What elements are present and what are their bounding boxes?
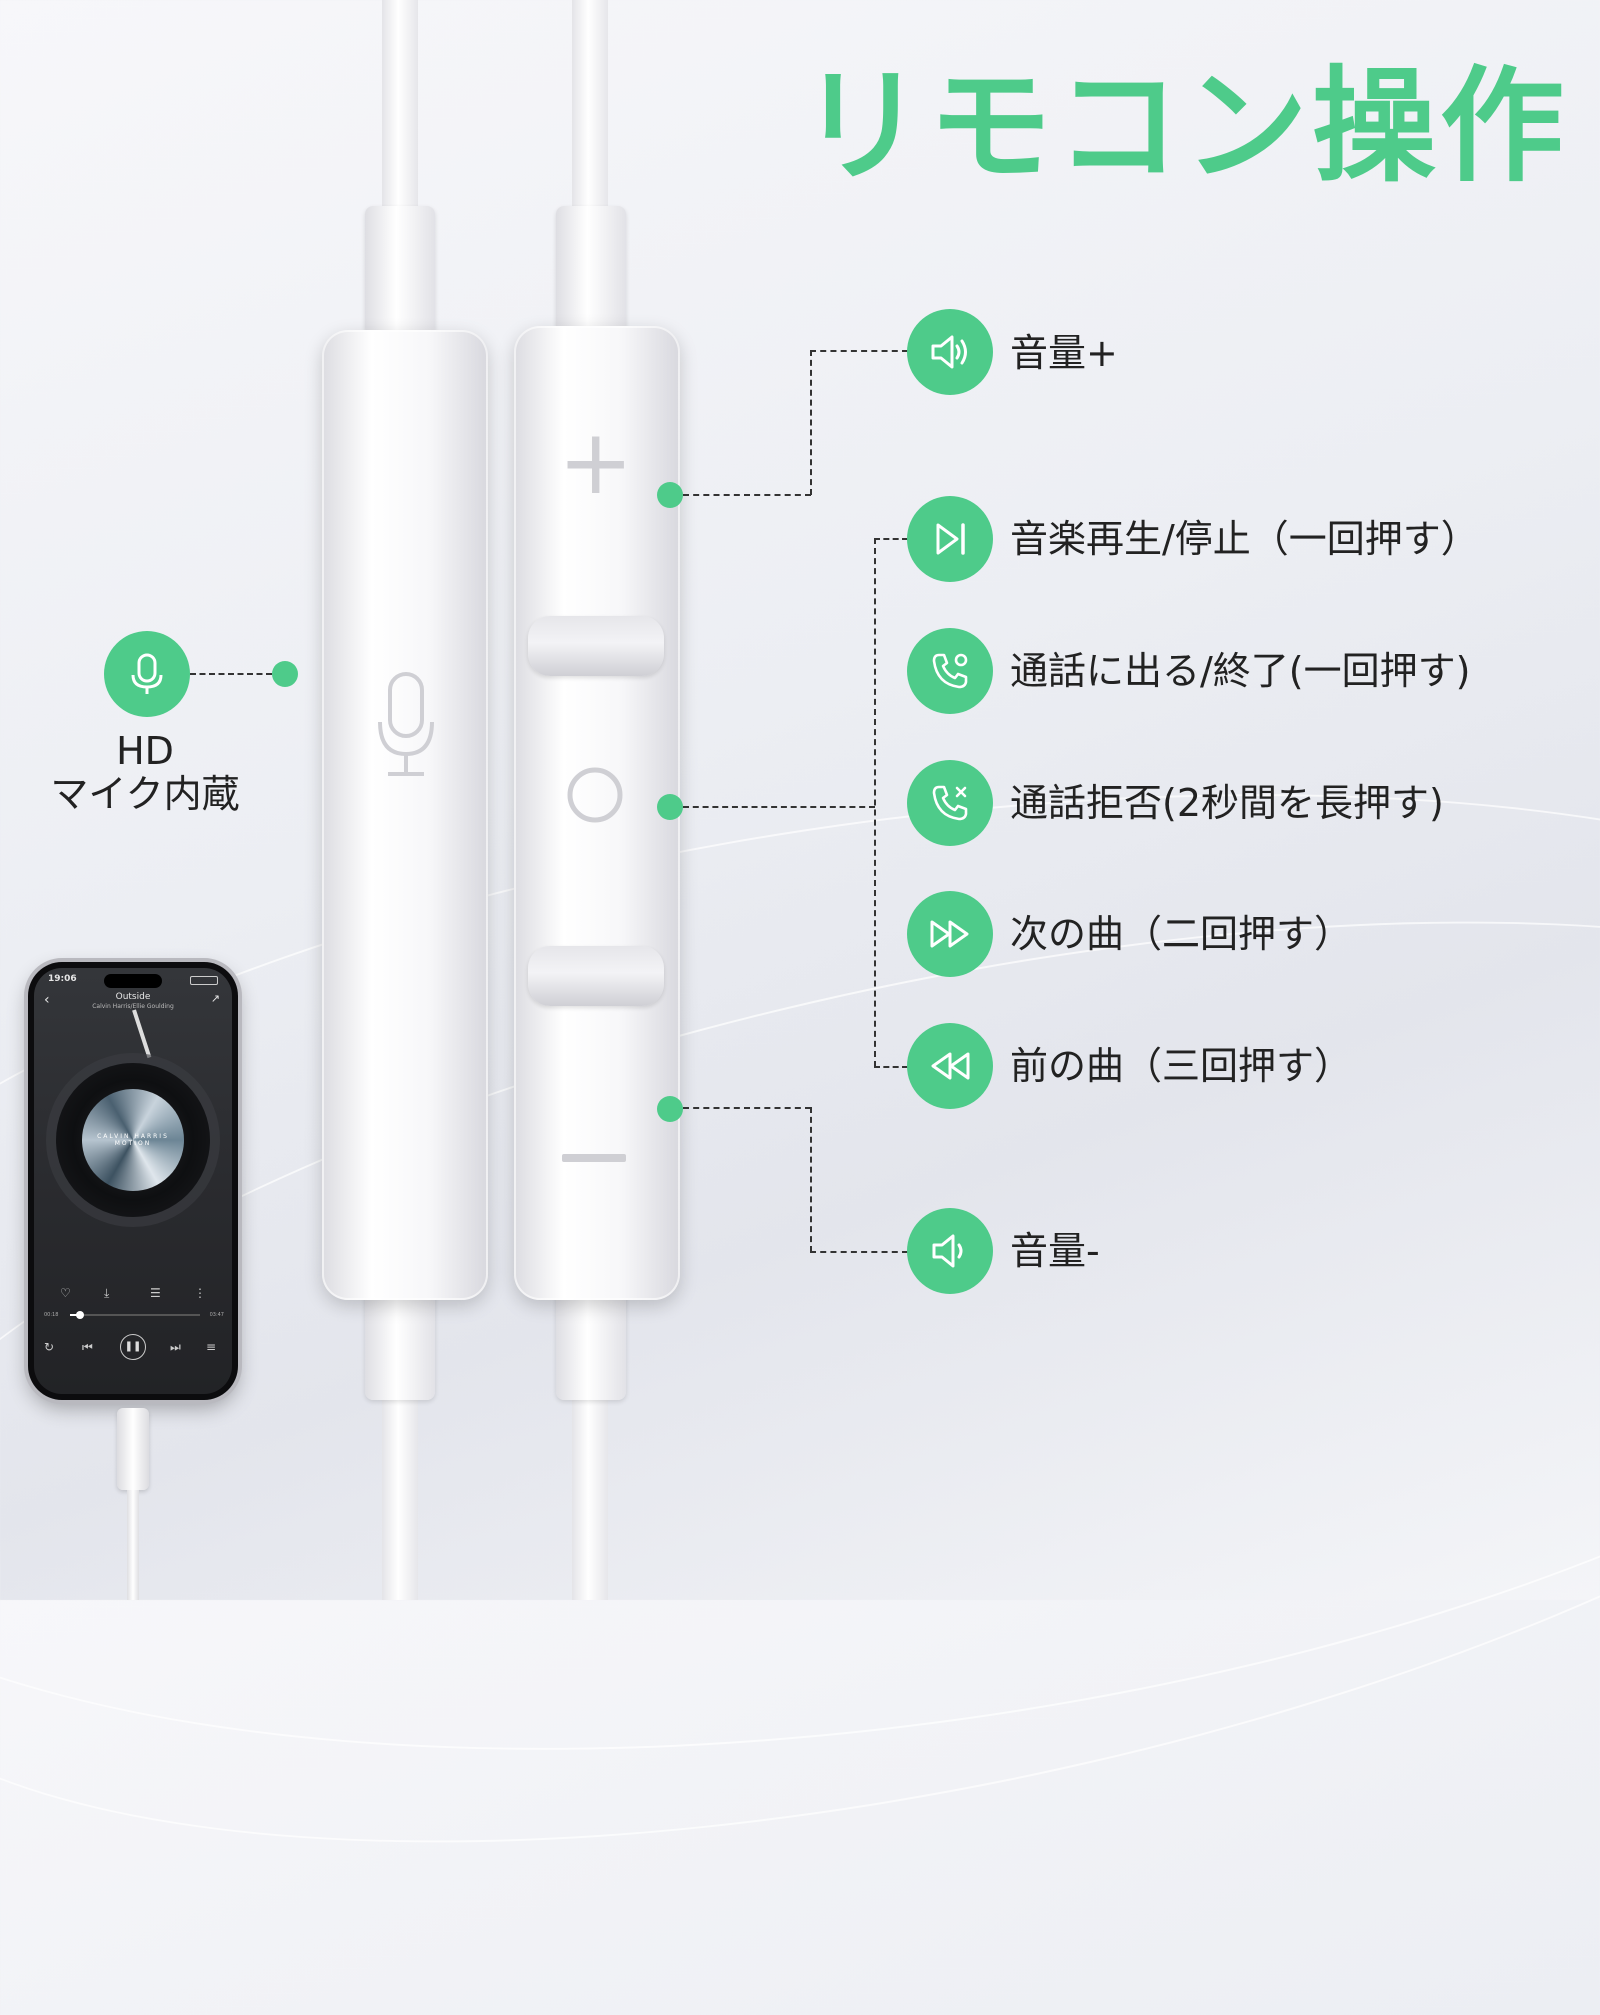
play-pause-label: 音楽再生/停止（一回押す） [1010,517,1479,561]
duration-time: 03:47 [209,1312,224,1318]
tonearm [132,1009,152,1059]
download-icon[interactable]: ⤓ [104,1286,110,1300]
center-connector-top [874,538,908,540]
center-connector [683,806,875,808]
repeat-icon[interactable]: ↻ [44,1340,55,1354]
collar-left-top [365,206,435,336]
plus-connector [683,494,811,496]
mic-dot [272,661,298,687]
usb-c-plug [117,1408,149,1490]
pause-button[interactable]: ❚❚ [120,1334,146,1360]
cable-right-top [572,0,608,212]
minus-connector-v [810,1107,812,1252]
center-dot [657,794,683,820]
lower-ridge [528,946,664,1006]
center-connector-bottom [874,1066,908,1068]
next-icon[interactable]: ⏭ [170,1340,181,1354]
plus-dot [657,482,683,508]
like-icon[interactable]: ♡ [60,1286,71,1300]
remote-housing: + [514,326,680,1300]
minus-connector-bottom [810,1251,908,1253]
plus-glyph[interactable]: + [558,410,634,515]
minus-connector [683,1107,811,1109]
volume-up-label: 音量+ [1010,331,1118,375]
mic-callout-icon [104,631,190,717]
phone-time: 19:06 [48,974,77,984]
phone-reject-icon [907,760,993,846]
fast-forward-icon [907,891,993,977]
progress-knob[interactable] [76,1311,85,1319]
volume-up-icon [907,309,993,395]
progress-bar[interactable] [70,1311,200,1319]
album-text: CALVIN HARRIS MOTION [97,1133,169,1147]
phone-screen: 19:06 ‹ Outside Calvin Harris/Ellie Goul… [34,968,232,1394]
collar-right-bottom [556,1280,626,1400]
cable-left-bottom [382,1390,418,1600]
center-connector-v [874,538,876,1067]
phone-answer-label: 通話に出る/終了(一回押す) [1010,649,1471,693]
mic-label-text: マイク内蔵 [50,771,240,816]
cable-right-bottom [572,1390,608,1600]
mic-label-hd: HD [116,729,174,773]
dynamic-island [104,974,162,988]
plus-connector-v [810,350,812,495]
fast-forward-label: 次の曲（二回押す） [1010,912,1353,956]
share-icon[interactable]: ↗ [210,992,220,1005]
minus-glyph[interactable] [562,1154,626,1162]
rewind-label: 前の曲（三回押す） [1010,1044,1353,1088]
smartphone: 19:06 ‹ Outside Calvin Harris/Ellie Goul… [28,962,238,1400]
elapsed-time: 00:18 [44,1312,59,1318]
play-pause-icon [907,496,993,582]
back-icon[interactable]: ‹ [44,992,50,1008]
center-button-icon[interactable] [564,764,626,826]
song-title: Outside [115,992,151,1002]
volume-down-icon [907,1208,993,1294]
upper-ridge [528,616,664,676]
phone-answer-icon [907,628,993,714]
playlist-icon[interactable]: ≡ [206,1340,217,1354]
mic-label: HD マイク内蔵 [30,730,260,815]
page-title: リモコン操作 [800,55,1569,199]
collar-right-top [556,206,626,336]
more-icon[interactable]: ⋮ [194,1286,206,1300]
usb-c-cable [127,1490,139,1600]
artist-name: Calvin Harris/Ellie Goulding [92,1003,174,1010]
status-icons [190,976,218,985]
lyrics-icon[interactable]: ☰ [150,1286,161,1300]
plus-connector-top [810,350,908,352]
microphone-icon [378,672,434,776]
mic-housing [322,330,488,1300]
phone-reject-label: 通話拒否(2秒間を長押す) [1010,781,1444,825]
microphone-icon [131,653,163,694]
collar-left-bottom [365,1280,435,1400]
cable-left-top [382,0,418,212]
volume-down-label: 音量- [1010,1229,1100,1273]
rewind-icon [907,1023,993,1109]
progress-fill [70,1314,81,1316]
mic-connector [190,673,272,675]
previous-icon[interactable]: ⏮ [82,1340,93,1354]
album-art: CALVIN HARRIS MOTION [82,1089,184,1191]
minus-dot [657,1096,683,1122]
